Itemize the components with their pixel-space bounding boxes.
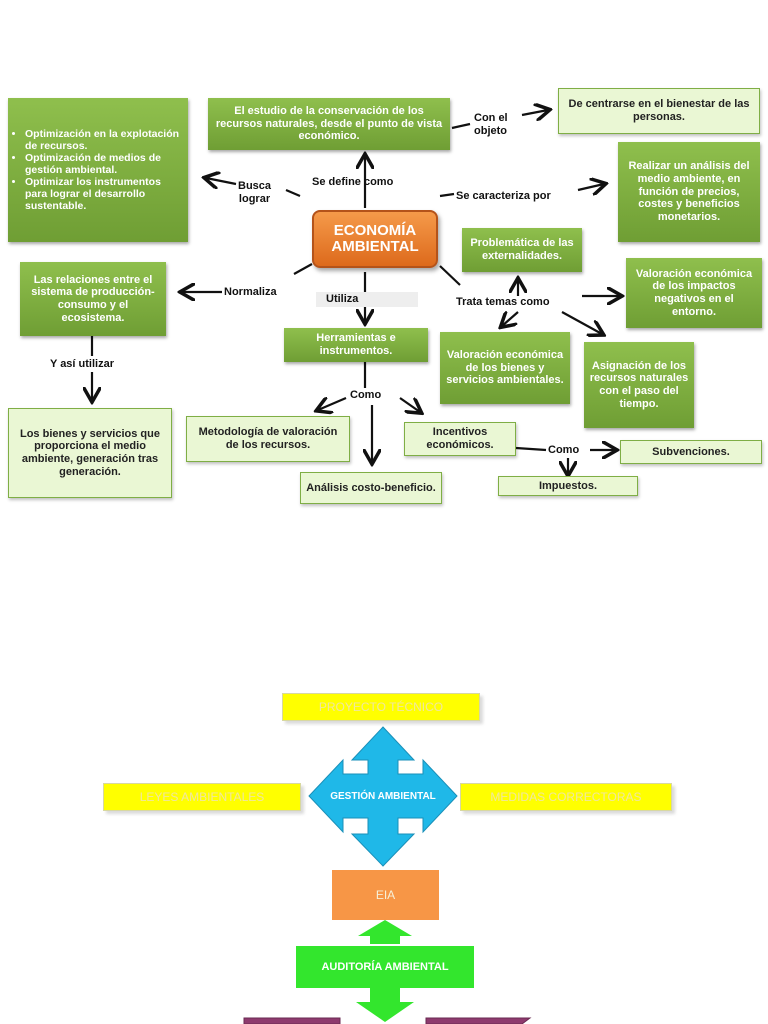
objetivos-node: Optimización en la explotación de recurs… <box>8 98 188 242</box>
asignacion-node: Asignación de los recursos naturales con… <box>584 342 694 428</box>
core-title-line2: AMBIENTAL <box>331 238 419 255</box>
label-trata-temas: Trata temas como <box>456 296 550 308</box>
caracteristica-node: Realizar un análisis del medio ambiente,… <box>618 142 760 242</box>
label-se-caracteriza: Se caracteriza por <box>456 190 551 202</box>
concept-map-arrows <box>0 0 768 520</box>
label-busca-lograr: Busca lograr <box>238 180 272 205</box>
metodologia-node: Metodología de valoración de los recurso… <box>186 416 350 462</box>
label-utiliza: Utiliza <box>316 292 419 307</box>
eia-node: EIA <box>332 870 439 920</box>
bienes-servicios-node: Los bienes y servicios que proporciona e… <box>8 408 172 498</box>
subvenciones-node: Subvenciones. <box>620 440 762 464</box>
label-normaliza: Normaliza <box>224 286 277 298</box>
objetivos-list: Optimización en la explotación de recurs… <box>13 128 183 212</box>
economia-ambiental-node: ECONOMÍA AMBIENTAL <box>312 210 438 268</box>
label-como-2: Como <box>548 444 580 456</box>
label-y-asi: Y así utilizar <box>50 358 114 370</box>
valoracion-bienes-node: Valoración económica de los bienes y ser… <box>440 332 570 404</box>
objeto-node: De centrarse en el bienestar de las pers… <box>558 88 760 134</box>
definicion-node: El estudio de la conservación de los rec… <box>208 98 450 150</box>
label-con-el-objeto: Con el objeto <box>474 112 508 137</box>
impuestos-node: Impuestos. <box>498 476 638 496</box>
gestion-ambiental-label: GESTIÓN AMBIENTAL <box>330 791 436 802</box>
incentivos-node: Incentivos económicos. <box>404 422 516 456</box>
medidas-correctoras-node: MEDIDAS CORRECTORAS <box>460 783 672 811</box>
list-item: Optimizar los instrumentos para lograr e… <box>25 176 183 212</box>
leyes-ambientales-node: LEYES AMBIENTALES <box>103 783 301 811</box>
core-title-line1: ECONOMÍA <box>333 221 417 239</box>
valoracion-impactos-node: Valoración económica de los impactos neg… <box>626 258 762 328</box>
list-item: Optimización en la explotación de recurs… <box>25 128 183 152</box>
double-arrow-shape <box>358 920 412 944</box>
label-se-define: Se define como <box>312 176 394 188</box>
herramientas-node: Herramientas e instrumentos. <box>284 328 428 362</box>
proyecto-tecnico-node: PROYECTO TÉCNICO <box>282 693 480 721</box>
problematica-node: Problemática de las externalidades. <box>462 228 582 272</box>
relaciones-node: Las relaciones entre el sistema de produ… <box>20 262 166 336</box>
list-item: Optimización de medios de gestión ambien… <box>25 152 183 176</box>
analisis-node: Análisis costo-beneficio. <box>300 472 442 504</box>
bottom-purple-shape <box>243 1017 341 1024</box>
label-como-1: Como <box>350 389 382 401</box>
auditoria-ambiental-node: AUDITORÍA AMBIENTAL <box>296 946 474 988</box>
